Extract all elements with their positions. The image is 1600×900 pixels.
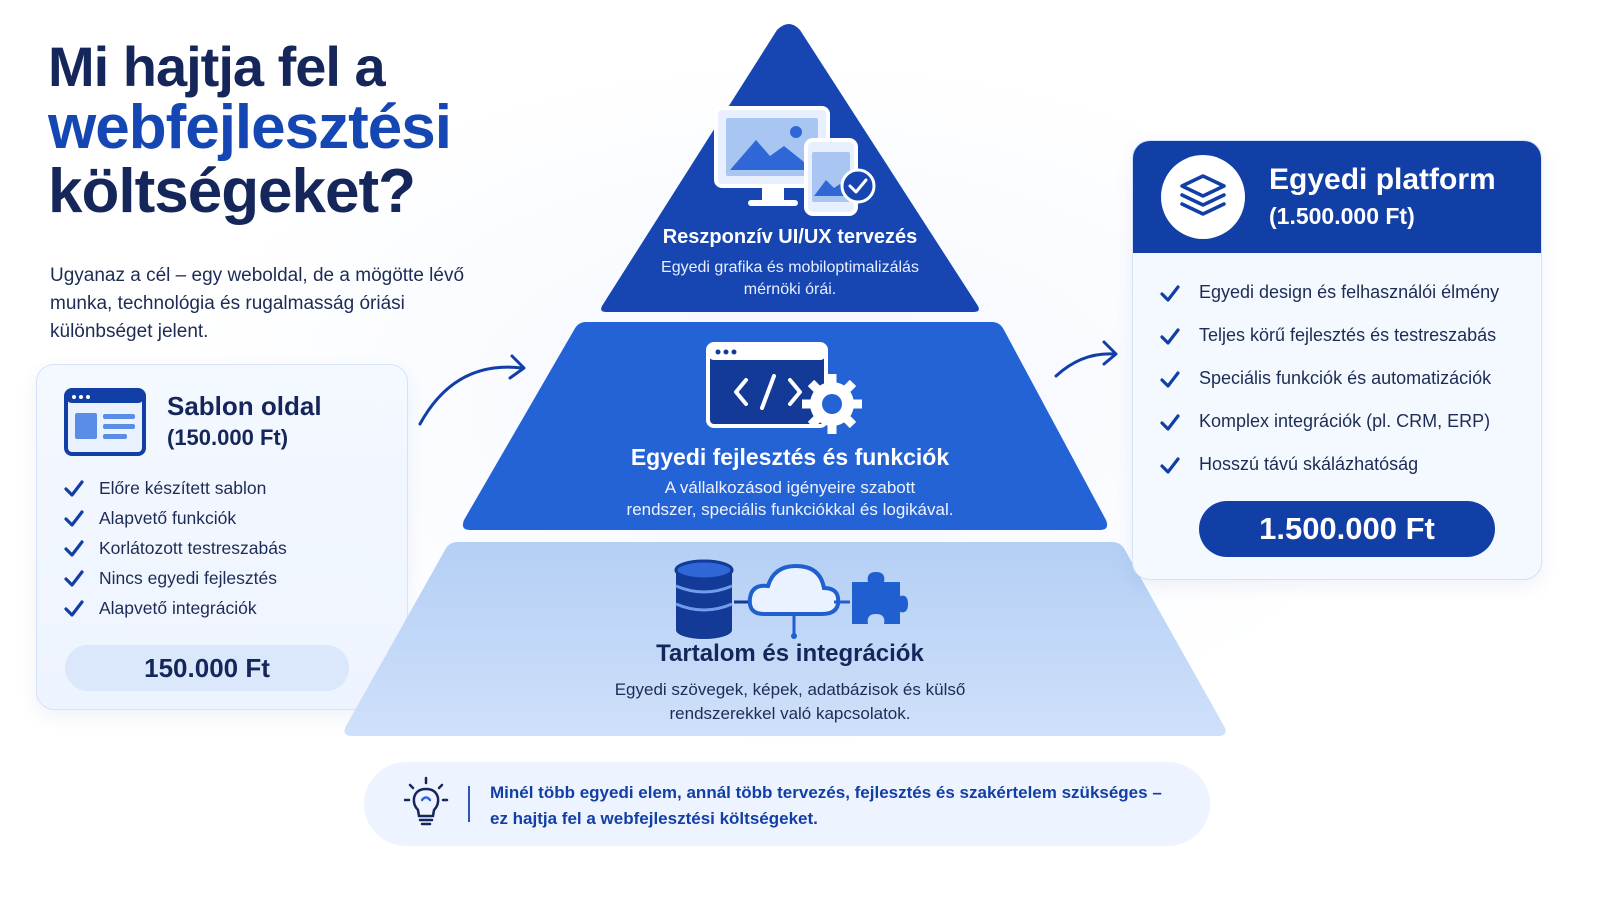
- tier-top-desc-line1: Egyedi grafika és mobiloptimalizálás: [661, 259, 919, 276]
- list-item: Alapvető funkciók: [63, 503, 287, 533]
- tier-top-desc-line2: mérnöki órái.: [743, 281, 837, 298]
- list-item: Előre készített sablon: [63, 473, 287, 503]
- database-cloud-puzzle-icon: [674, 559, 908, 639]
- list-item-label: Korlátozott testreszabás: [99, 537, 287, 558]
- arrow-right-icon: [418, 354, 526, 426]
- check-icon: [1160, 284, 1180, 302]
- custom-price-pill: 1.500.000 Ft: [1199, 501, 1495, 557]
- tier-bottom-desc: Egyedi szövegek, képek, adatbázisok és k…: [520, 678, 1060, 726]
- tier-middle-desc-line1: A vállalkozásod igényeire szabott: [664, 478, 916, 497]
- tier-bottom-title: Tartalom és integrációk: [656, 640, 924, 667]
- template-site-card: Sablon oldal (150.000 Ft) Előre készítet…: [36, 364, 408, 710]
- list-item-label: Speciális funkciók és automatizációk: [1199, 368, 1492, 388]
- tier-bottom-desc-line1: Egyedi szövegek, képek, adatbázisok és k…: [614, 680, 966, 699]
- tier-top-text: Reszponzív UI/UX tervezés Egyedi grafika…: [600, 226, 980, 301]
- list-item-label: Nincs egyedi fejlesztés: [99, 567, 277, 588]
- list-item-label: Alapvető integrációk: [99, 597, 257, 618]
- check-icon: [1160, 370, 1180, 388]
- list-item-label: Hosszú távú skálázhatóság: [1199, 454, 1419, 474]
- title-line-1: Mi hajtja fel a: [48, 35, 386, 98]
- template-feature-list: Előre készített sablon Alapvető funkciók…: [63, 473, 287, 623]
- pyramid-tier-bottom: [344, 542, 1226, 736]
- tier-top-desc: Egyedi grafika és mobiloptimalizálás mér…: [600, 257, 980, 301]
- tier-middle-desc-line2: rendszer, speciális funkciókkal és logik…: [626, 500, 954, 519]
- custom-feature-list: Egyedi design és felhasználói élmény Tel…: [1159, 271, 1499, 486]
- arrow-right-icon: [1054, 340, 1118, 378]
- check-icon: [64, 570, 84, 587]
- tier-middle-title: Egyedi fejlesztés és funkciók: [630, 444, 950, 470]
- bottom-note: Minél több egyedi elem, annál több terve…: [364, 762, 1210, 846]
- page-title: Mi hajtja fel a webfejlesztési költségek…: [48, 38, 528, 223]
- template-price-pill: 150.000 Ft: [65, 645, 349, 691]
- custom-card-title: Egyedi platform: [1269, 163, 1496, 196]
- tier-bottom-desc-line2: rendszerekkel való kapcsolatok.: [669, 704, 911, 723]
- list-item: Komplex integrációk (pl. CRM, ERP): [1159, 400, 1499, 443]
- tier-middle-text: Egyedi fejlesztés és funkciók A vállalko…: [540, 444, 1040, 521]
- note-line-2: ez hajtja fel a webfejlesztési költségek…: [490, 809, 818, 828]
- list-item-label: Teljes körű fejlesztés és testreszabás: [1199, 325, 1497, 345]
- custom-platform-card: Egyedi platform (1.500.000 Ft) Egyedi de…: [1132, 140, 1542, 580]
- list-item-label: Előre készített sablon: [99, 477, 267, 498]
- check-icon: [1160, 327, 1180, 345]
- template-window-icon: [64, 388, 146, 456]
- list-item-label: Egyedi design és felhasználói élmény: [1199, 282, 1500, 302]
- check-icon: [64, 480, 84, 497]
- code-gear-icon: [706, 342, 862, 434]
- list-item: Korlátozott testreszabás: [63, 533, 287, 563]
- tier-top-title: Reszponzív UI/UX tervezés: [662, 226, 918, 248]
- layers-icon-circle: [1161, 155, 1245, 239]
- tier-bottom-text: Tartalom és integrációk Egyedi szövegek,…: [520, 640, 1060, 726]
- list-item: Egyedi design és felhasználói élmény: [1159, 271, 1499, 314]
- title-line-3: költségeket?: [48, 156, 416, 226]
- intro-text: Ugyanaz a cél – egy weboldal, de a mögöt…: [50, 265, 465, 342]
- lightbulb-icon: [403, 776, 449, 826]
- note-divider: [468, 786, 470, 822]
- template-card-subtitle: (150.000 Ft): [167, 425, 289, 450]
- list-item-label: Komplex integrációk (pl. CRM, ERP): [1199, 411, 1491, 431]
- custom-card-subtitle: (1.500.000 Ft): [1269, 203, 1415, 229]
- list-item: Speciális funkciók és automatizációk: [1159, 357, 1499, 400]
- responsive-devices-icon: [714, 106, 876, 216]
- check-icon: [1160, 456, 1180, 474]
- list-item: Alapvető integrációk: [63, 593, 287, 623]
- note-text: Minél több egyedi elem, annál több terve…: [490, 780, 1190, 832]
- note-line-1: Minél több egyedi elem, annál több terve…: [490, 783, 1162, 802]
- template-card-title: Sablon oldal: [167, 391, 322, 421]
- title-line-2: webfejlesztési: [48, 92, 452, 162]
- check-icon: [64, 540, 84, 557]
- cost-pyramid: [344, 24, 1226, 736]
- check-icon: [1160, 413, 1180, 431]
- tier-middle-desc: A vállalkozásod igényeire szabott rendsz…: [540, 477, 1040, 521]
- check-icon: [64, 600, 84, 617]
- list-item: Nincs egyedi fejlesztés: [63, 563, 287, 593]
- custom-card-header: Egyedi platform (1.500.000 Ft): [1133, 141, 1541, 253]
- check-icon: [64, 510, 84, 527]
- list-item-label: Alapvető funkciók: [99, 507, 237, 528]
- layers-icon: [1180, 174, 1226, 216]
- list-item: Teljes körű fejlesztés és testreszabás: [1159, 314, 1499, 357]
- list-item: Hosszú távú skálázhatóság: [1159, 443, 1499, 486]
